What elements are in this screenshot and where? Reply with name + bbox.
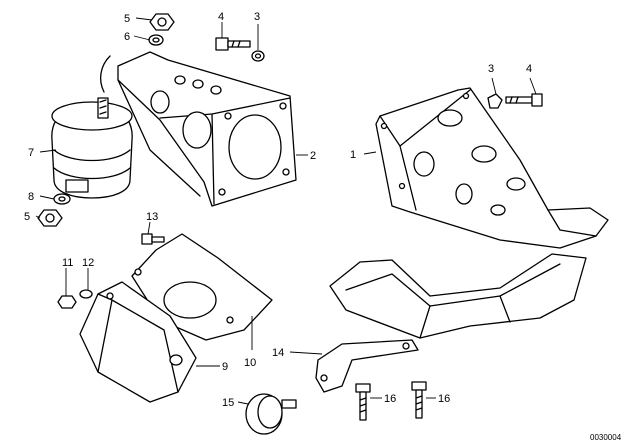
engine-mount-bracket-right [375,87,609,249]
drawing-code: 0030004 [590,433,622,442]
leader-lines [35,17,537,405]
cover-housing-part-9 [79,281,197,403]
bracket-part-14 [315,339,419,393]
callout-4-right: 4 [526,63,532,75]
nut-part-5-bottom [37,209,63,227]
nut-part-3-top [251,50,265,62]
washer-part-6 [148,34,164,46]
nut-part-3-right [487,93,503,109]
callout-14: 14 [272,347,284,359]
washer-part-8 [53,193,71,205]
callout-12: 12 [82,257,94,269]
callout-3-right: 3 [488,63,494,75]
callout-3-top: 3 [254,11,260,23]
lower-mount-bracket-right [329,253,587,339]
callout-1: 1 [350,149,356,161]
callout-5-bottom: 5 [24,211,30,223]
engine-mount-bracket-left [99,51,297,207]
bolt-part-16-right [411,381,427,419]
rubber-engine-mount [51,97,133,199]
callout-9: 9 [222,361,228,373]
washer-part-12 [79,289,93,299]
callout-8: 8 [28,191,34,203]
callout-2: 2 [310,150,316,162]
rubber-buffer-part-15 [245,393,297,435]
callout-4-top: 4 [218,11,224,23]
nut-part-11 [57,295,77,309]
callout-11: 11 [62,257,73,269]
callout-10: 10 [244,357,256,369]
callout-6: 6 [124,31,130,43]
callout-15: 15 [222,397,234,409]
nut-part-5-top [149,13,175,31]
bolt-part-4-top [215,37,251,51]
callout-13: 13 [146,211,158,223]
callout-16-right: 16 [438,393,450,405]
callout-16-left: 16 [384,393,396,405]
callout-5-top: 5 [124,13,130,25]
bolt-part-16-left [355,383,371,421]
callout-7: 7 [28,147,34,159]
bolt-part-4-right [505,93,543,107]
bolt-part-13 [141,233,165,245]
